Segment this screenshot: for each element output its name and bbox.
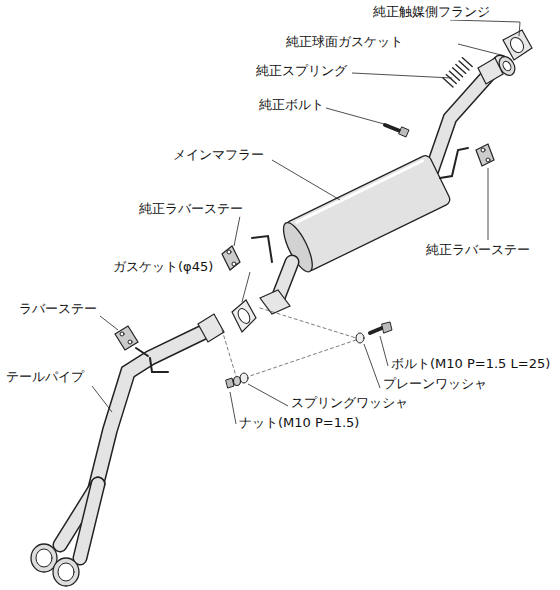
part-label: スプリングワッシャ bbox=[290, 395, 409, 411]
spring-coil bbox=[462, 58, 472, 67]
part-label: 純正球面ガスケット bbox=[285, 34, 404, 50]
part-label: 純正スプリング bbox=[255, 63, 348, 79]
part-label: 純正ラバーステー bbox=[138, 201, 244, 217]
part-label: ガスケット(φ45) bbox=[112, 259, 214, 275]
part-label: ボルト(M10 P=1.5 L=25) bbox=[390, 356, 551, 372]
part-label: 純正触媒側フランジ bbox=[372, 4, 491, 20]
part-label: プレーンワッシャ bbox=[382, 376, 488, 392]
part-label: テールパイプ bbox=[5, 369, 85, 385]
part-label: 純正ボルト bbox=[258, 97, 325, 113]
part-label: メインマフラー bbox=[172, 147, 265, 163]
part-label: ナット(M10 P=1.5) bbox=[238, 415, 360, 431]
part-label: ラバーステー bbox=[18, 301, 98, 317]
part-label: 純正ラバーステー bbox=[425, 242, 531, 258]
